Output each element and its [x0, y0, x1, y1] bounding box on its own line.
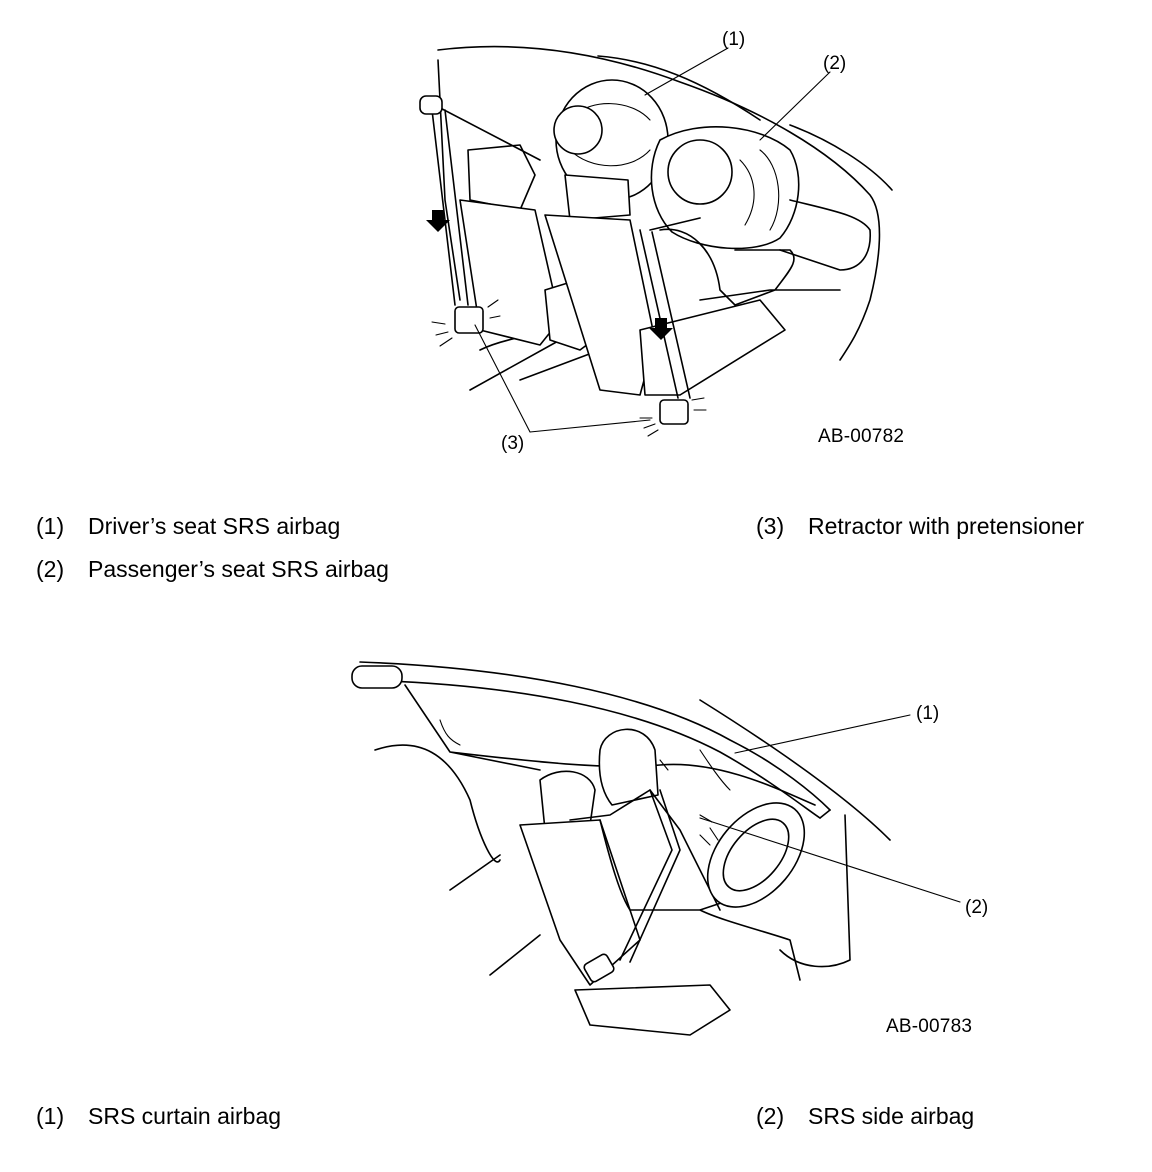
curtain-airbag — [404, 684, 816, 806]
legend-number: (2) — [756, 1103, 785, 1129]
figure1-illustration — [0, 0, 1152, 470]
windshield-outline — [437, 45, 881, 361]
passenger-body — [659, 228, 841, 306]
left-seatbelt — [424, 99, 541, 306]
figure1-legend-item-3: (3) Retractor with pretensioner — [756, 515, 1084, 538]
rail-end-cap — [351, 665, 403, 689]
figure2-callout-2: (2) — [965, 897, 989, 918]
legend-number: (1) — [36, 513, 65, 539]
callout-2-leader — [759, 71, 831, 141]
figure1-callout-3: (3) — [501, 433, 525, 454]
windshield-inner — [597, 55, 893, 191]
occupant-body — [569, 789, 801, 981]
seat-cushion — [574, 984, 731, 1036]
seat-headrest — [539, 770, 596, 831]
steering-wheel — [706, 802, 806, 908]
legend-text: SRS curtain airbag — [88, 1103, 282, 1129]
roof-outline — [699, 699, 891, 841]
callout-1-leader — [644, 47, 729, 96]
driver-seat-back — [467, 144, 536, 211]
passenger-head — [667, 139, 733, 205]
figure2-legend-item-1: (1) SRS curtain airbag — [36, 1105, 281, 1128]
figure1-legend-item-1: (1) Driver’s seat SRS airbag — [36, 515, 340, 538]
seat-back — [519, 819, 641, 986]
figure1-code: AB-00782 — [818, 426, 905, 447]
legend-number: (1) — [36, 1103, 65, 1129]
figure2-legend-item-2: (2) SRS side airbag — [756, 1105, 974, 1128]
figure2-callout-1: (1) — [916, 703, 940, 724]
figure1-callout-2: (2) — [823, 53, 847, 74]
left-retractor — [454, 306, 484, 334]
seatbelt — [619, 789, 681, 963]
figure2-code: AB-00783 — [886, 1016, 973, 1037]
body-line — [374, 744, 541, 976]
callout-3-leader — [474, 324, 651, 433]
figure2-illustration — [0, 640, 1152, 1060]
legend-text: Passenger’s seat SRS airbag — [88, 556, 389, 582]
legend-number: (2) — [36, 556, 65, 582]
callout-1-leader — [734, 714, 911, 754]
right-seatbelt — [639, 217, 701, 399]
legend-number: (3) — [756, 513, 785, 539]
door-sill-line — [437, 59, 461, 301]
callout-2-leader — [699, 817, 961, 903]
figure1-legend-item-2: (2) Passenger’s seat SRS airbag — [36, 558, 389, 581]
driver-head — [553, 105, 603, 155]
passenger-seat-headrest — [564, 174, 631, 221]
legend-text: Retractor with pretensioner — [808, 513, 1085, 539]
roof-rail — [359, 661, 831, 819]
figure1-callout-1: (1) — [722, 29, 746, 50]
right-retractor — [659, 399, 689, 425]
occupant-head — [598, 728, 659, 806]
passenger-seat-cushion — [639, 299, 786, 396]
legend-text: Driver’s seat SRS airbag — [88, 513, 341, 539]
seatbelt-buckle — [583, 953, 615, 983]
left-belt-guide — [419, 95, 443, 115]
dashboard — [779, 199, 871, 271]
legend-text: SRS side airbag — [808, 1103, 975, 1129]
